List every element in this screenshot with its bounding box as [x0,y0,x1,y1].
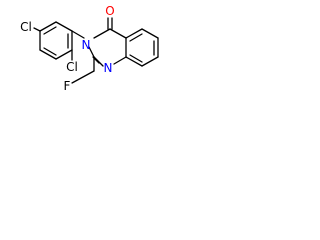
atom-cl-mid: Cl [66,60,78,74]
atom-f: F [64,79,71,93]
atom-o: O [105,4,114,18]
bond [129,33,143,42]
bond-ch2-f [71,70,95,84]
benzo-ring [125,28,159,67]
bond [88,46,95,58]
bond [125,56,143,67]
bond [43,26,57,35]
bond [93,56,104,67]
bond [39,49,57,60]
bond-to-cl-top [33,27,41,32]
bond [39,21,57,32]
atom-cl-top: Cl [20,20,32,34]
bond [93,28,111,39]
bond [141,56,159,67]
atom-n1: N [104,61,113,75]
bond [141,28,159,39]
bond [43,47,57,56]
bond [55,49,73,60]
atom-n3: N [82,38,91,52]
bond-aryl-n3 [71,30,85,39]
bond [55,21,73,32]
dichlorophenyl-ring [39,21,73,60]
bond [109,28,127,39]
bond [125,28,143,39]
quinazolinone-structure: Cl Cl N N O F [20,4,159,93]
bond [113,56,127,65]
bond [129,54,143,63]
pyrimidinone-ring [88,28,127,67]
